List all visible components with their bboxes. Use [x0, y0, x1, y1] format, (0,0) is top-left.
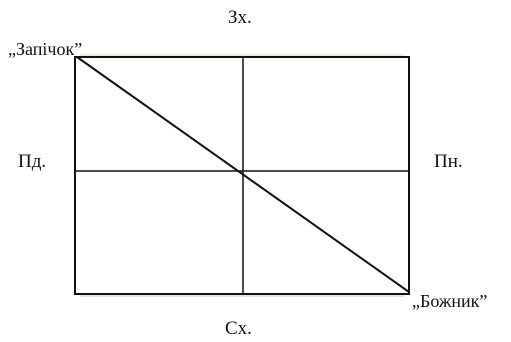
top-left-corner-label: „Запічок”	[8, 39, 83, 59]
room-outline	[74, 56, 410, 295]
right-direction-label: Пн.	[434, 151, 463, 172]
diagonal-line	[76, 56, 410, 293]
top-direction-label: Зх.	[228, 7, 252, 28]
left-direction-label: Пд.	[18, 151, 47, 172]
bottom-right-corner-label: „Божник”	[412, 291, 488, 311]
bottom-direction-label: Сх.	[225, 318, 252, 339]
